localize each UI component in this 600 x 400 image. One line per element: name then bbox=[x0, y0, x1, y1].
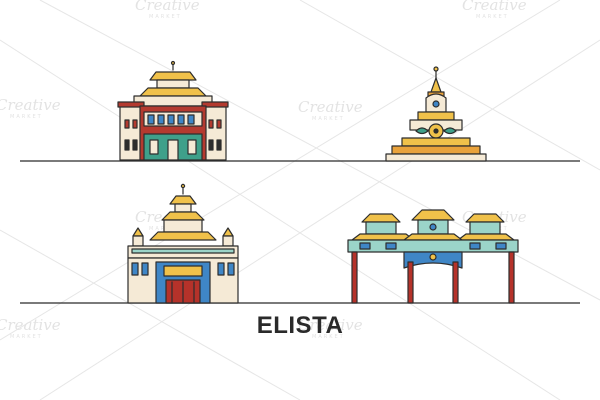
svg-text:Creative: Creative bbox=[462, 0, 527, 14]
watermark-mark-3: Creative MARKET bbox=[0, 96, 61, 120]
svg-text:Creative: Creative bbox=[298, 316, 363, 334]
svg-text:MARKET: MARKET bbox=[312, 334, 345, 340]
svg-text:Creative: Creative bbox=[0, 316, 61, 334]
watermark-mark-4: Creative MARKET bbox=[298, 98, 363, 122]
landmark-central-khurul bbox=[127, 183, 239, 304]
landmark-temple-golden-abode bbox=[117, 60, 229, 161]
watermark-mark-2: Creative MARKET bbox=[462, 0, 527, 20]
svg-text:MARKET: MARKET bbox=[10, 334, 43, 340]
svg-text:Creative: Creative bbox=[298, 98, 363, 116]
svg-text:MARKET: MARKET bbox=[312, 116, 345, 122]
landmark-golden-stupa bbox=[385, 66, 487, 162]
watermark-mark-8: Creative MARKET bbox=[298, 316, 363, 340]
svg-text:MARKET: MARKET bbox=[10, 114, 43, 120]
svg-text:Creative: Creative bbox=[0, 96, 61, 114]
city-title: ELISTA bbox=[256, 312, 344, 339]
watermark-mark-1: Creative MARKET bbox=[135, 0, 200, 20]
svg-text:Creative: Creative bbox=[135, 0, 200, 14]
svg-text:MARKET: MARKET bbox=[149, 14, 182, 20]
watermark-mark-7: Creative MARKET bbox=[0, 316, 61, 340]
svg-text:MARKET: MARKET bbox=[476, 14, 509, 20]
landmark-golden-gate bbox=[347, 209, 519, 304]
